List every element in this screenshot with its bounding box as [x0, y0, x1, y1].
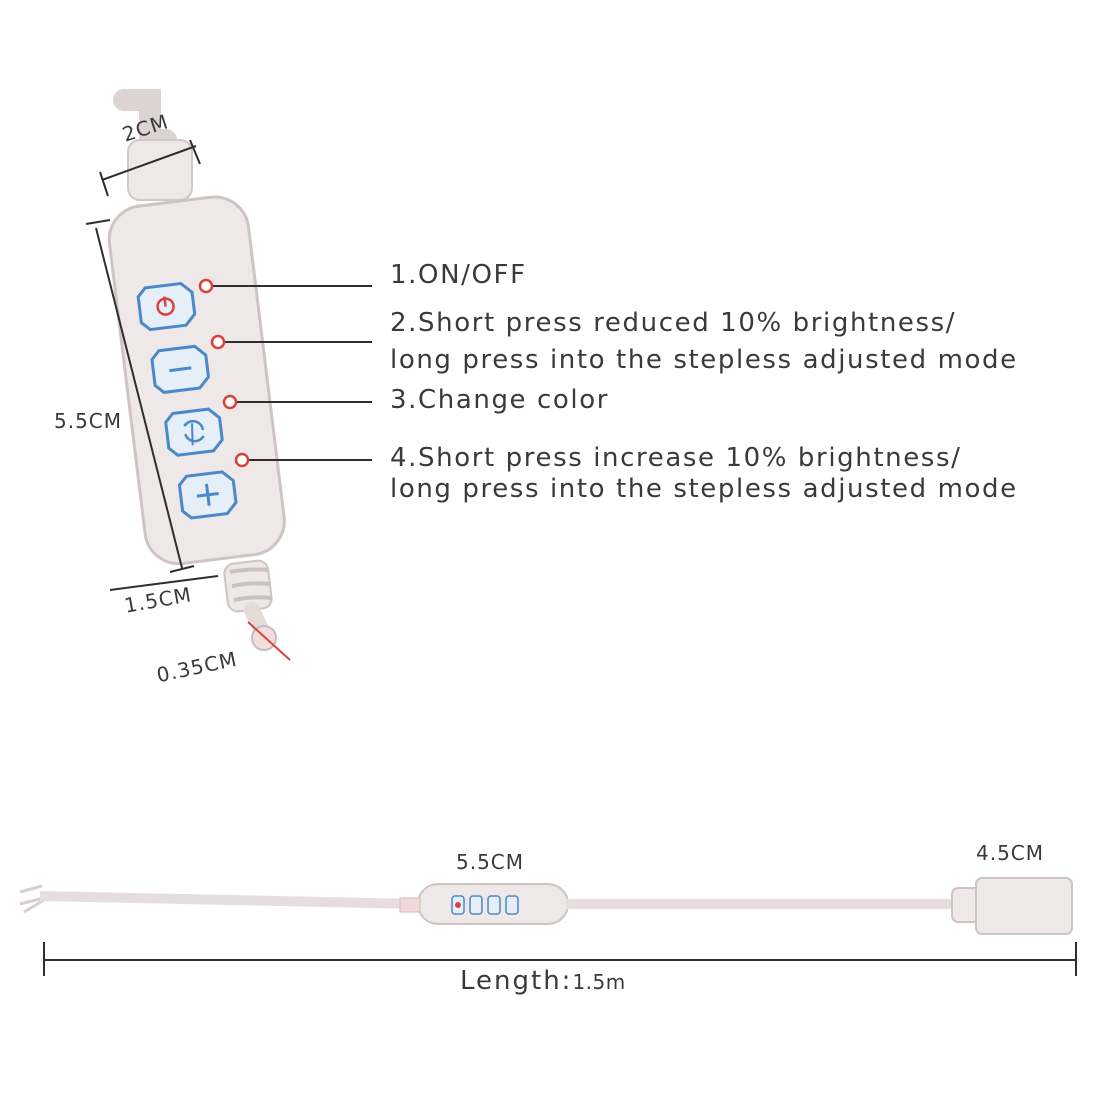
full-length-view — [19, 877, 1077, 976]
dim-controller-length: 5.5CM — [456, 850, 525, 874]
usb-plug — [975, 877, 1073, 935]
plus-button[interactable] — [177, 470, 238, 520]
controller-body-group — [107, 195, 286, 566]
cable-cross-section-slash — [247, 621, 291, 661]
dimension-lines — [85, 139, 219, 591]
label-plus-line1: 4.Short press increase 10% brightness/ — [390, 443, 962, 473]
dim-height: 5.5CM — [54, 409, 123, 433]
label-minus-line2: long press into the stepless adjusted mo… — [390, 345, 1018, 375]
length-label: Length: — [460, 966, 573, 996]
inline-minus-button — [469, 895, 483, 915]
label-on-off: 1.ON/OFF — [390, 260, 527, 290]
label-color: 3.Change color — [390, 385, 610, 415]
power-button[interactable] — [136, 281, 197, 332]
color-button[interactable] — [164, 407, 224, 457]
strain-relief-top-body — [127, 139, 193, 201]
length-label-group: Length:1.5m — [460, 966, 626, 996]
minus-button[interactable] — [150, 344, 211, 394]
inline-strain-left — [399, 897, 421, 913]
left-cable — [39, 891, 421, 909]
callouts — [198, 278, 372, 468]
label-minus-line1: 2.Short press reduced 10% brightness/ — [390, 308, 957, 338]
inline-color-button — [487, 895, 501, 915]
length-value: 1.5m — [572, 970, 626, 994]
inline-plus-button — [505, 895, 519, 915]
strain-relief-bottom-ribs — [229, 567, 273, 602]
label-plus-line2: long press into the stepless adjusted mo… — [390, 474, 1018, 504]
dim-plug-length: 4.5CM — [976, 841, 1045, 865]
inline-power-dot — [455, 902, 461, 908]
